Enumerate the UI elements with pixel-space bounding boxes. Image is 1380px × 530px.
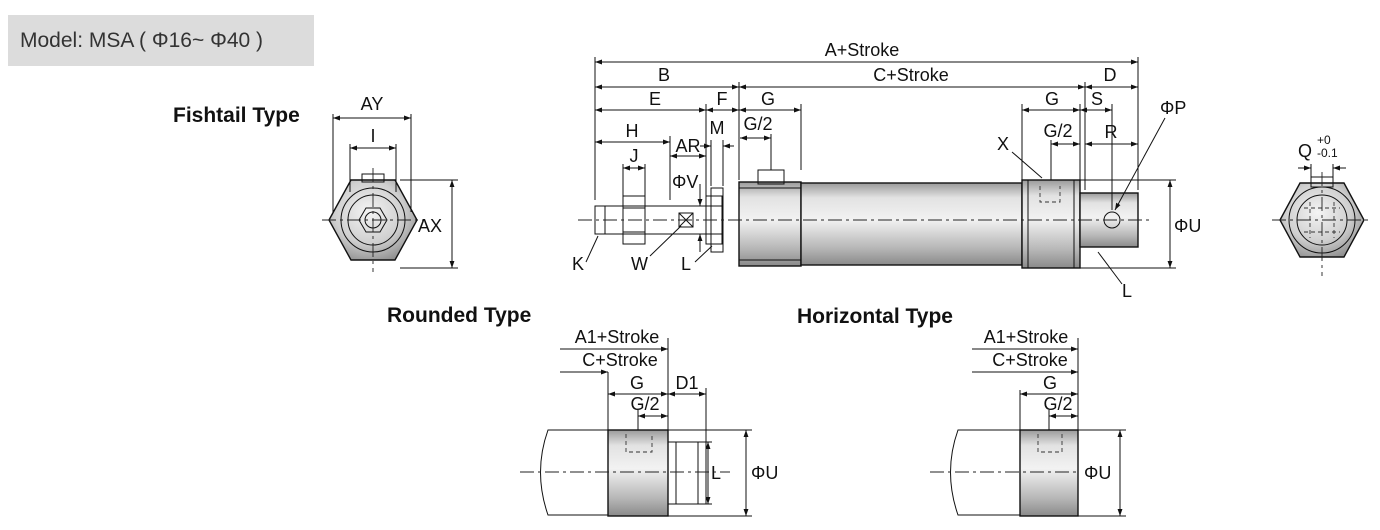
fishtail-title: Fishtail Type bbox=[173, 104, 300, 127]
right-end-view: Q +0 -0.1 bbox=[1272, 133, 1372, 276]
dim-l-rounded: L bbox=[711, 463, 721, 483]
dim-g-rear: G bbox=[1045, 89, 1059, 109]
dim-g-front: G bbox=[761, 89, 775, 109]
dim-d1: D1 bbox=[675, 373, 698, 393]
horizontal-title: Horizontal Type bbox=[797, 305, 953, 328]
dim-k: K bbox=[572, 254, 584, 274]
dim-j: J bbox=[630, 146, 639, 166]
dim-q: Q bbox=[1298, 141, 1312, 161]
dim-g-half-horizontal: G/2 bbox=[1043, 394, 1072, 414]
dim-c-stroke-rounded: C+Stroke bbox=[582, 350, 658, 370]
dim-ax: AX bbox=[418, 216, 442, 236]
dim-phi-p: ΦP bbox=[1160, 98, 1186, 118]
dim-g-half-rear: G/2 bbox=[1043, 121, 1072, 141]
dim-d: D bbox=[1104, 65, 1117, 85]
dim-a-stroke: A+Stroke bbox=[825, 40, 900, 60]
dim-a1-stroke-rounded: A1+Stroke bbox=[575, 327, 660, 347]
fishtail-end-view: AY I AX bbox=[322, 94, 458, 272]
dim-q-tol-lower: -0.1 bbox=[1317, 146, 1338, 160]
dim-x: X bbox=[997, 134, 1009, 154]
dim-phi-u-horizontal: ΦU bbox=[1084, 463, 1111, 483]
dim-e: E bbox=[649, 89, 661, 109]
dim-ay: AY bbox=[361, 94, 384, 114]
dim-l-front: L bbox=[681, 254, 691, 274]
dim-h: H bbox=[626, 121, 639, 141]
dim-i: I bbox=[370, 126, 375, 146]
dim-phi-v: ΦV bbox=[672, 172, 698, 192]
dim-w: W bbox=[631, 254, 648, 274]
dim-a1-stroke-horizontal: A1+Stroke bbox=[984, 327, 1069, 347]
dim-g-half-front: G/2 bbox=[743, 114, 772, 134]
dim-ar: AR bbox=[675, 136, 700, 156]
dim-g-horizontal: G bbox=[1043, 373, 1057, 393]
rounded-title: Rounded Type bbox=[387, 304, 531, 327]
dim-c-stroke-horizontal: C+Stroke bbox=[992, 350, 1068, 370]
dim-l-rear: L bbox=[1122, 281, 1132, 301]
dim-g-rounded: G bbox=[630, 373, 644, 393]
dim-s: S bbox=[1091, 89, 1103, 109]
horizontal-type-view: A1+Stroke C+Stroke G G/2 ΦU bbox=[930, 327, 1126, 517]
dim-q-tol-upper: +0 bbox=[1317, 133, 1331, 147]
dim-c-stroke: C+Stroke bbox=[873, 65, 949, 85]
dim-m: M bbox=[710, 118, 725, 138]
rounded-type-view: A1+Stroke C+Stroke G G/2 D1 L ΦU bbox=[520, 327, 778, 517]
model-label: Model: MSA ( Φ16~ Φ40 ) bbox=[8, 15, 314, 66]
dim-g-half-rounded: G/2 bbox=[630, 394, 659, 414]
cylinder-side-view: A+Stroke B C+Stroke D E F G H M G/2 AR bbox=[572, 40, 1201, 301]
dim-f: F bbox=[717, 89, 728, 109]
dim-b: B bbox=[658, 65, 670, 85]
dim-phi-u-rounded: ΦU bbox=[751, 463, 778, 483]
dim-phi-u-main: ΦU bbox=[1174, 216, 1201, 236]
dim-r: R bbox=[1105, 122, 1118, 142]
